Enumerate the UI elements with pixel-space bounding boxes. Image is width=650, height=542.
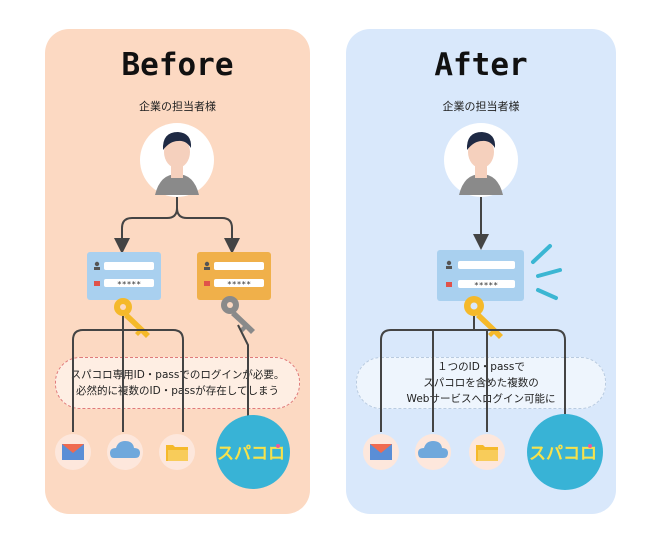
- after-subtitle: 企業の担当者様: [442, 100, 520, 113]
- before-note-line-2: 必然的に複数のID・passが存在してしまう: [76, 385, 279, 397]
- after-user-avatar: [444, 123, 518, 197]
- before-user-avatar: [140, 123, 214, 197]
- before-login-card-left: *****: [87, 252, 161, 300]
- before-service-folder: [159, 434, 195, 470]
- before-note-line-1: スパコロ専用ID・passでのログインが必要。: [70, 369, 285, 381]
- before-title: Before: [121, 47, 234, 83]
- before-service-cloud: [107, 434, 143, 470]
- after-title: After: [434, 47, 528, 83]
- lock-icon: [204, 281, 210, 286]
- user-icon: [446, 260, 452, 266]
- after-gold-key-icon: [464, 296, 503, 339]
- after-service-lines: [380, 316, 566, 432]
- after-note-line-2: スパコロを含めた複数の: [423, 377, 539, 389]
- after-service-folder: [469, 434, 505, 470]
- after-card-password: *****: [474, 281, 498, 290]
- before-brand-logo: スパコロ: [216, 415, 290, 489]
- before-brand-line: [237, 324, 249, 420]
- before-arrow-right: [176, 207, 240, 254]
- user-icon: [204, 261, 210, 267]
- before-gold-key-icon: [114, 298, 150, 338]
- before-card-right-password: *****: [227, 280, 251, 289]
- user-icon: [94, 261, 100, 267]
- after-note-line-3: Webサービスへログイン可能に: [406, 393, 556, 405]
- after-service-mail: [363, 434, 399, 470]
- after-note-line-1: １つのID・passで: [437, 361, 525, 373]
- after-brand-text: スパコロ: [529, 444, 597, 464]
- before-service-lines: [72, 316, 184, 432]
- cloud-icon: [418, 441, 448, 458]
- before-subtitle: 企業の担当者様: [139, 100, 216, 113]
- lock-icon: [94, 281, 100, 286]
- before-gray-key-icon: [221, 296, 255, 334]
- after-brand-logo: スパコロ: [527, 414, 603, 490]
- before-card-left-password: *****: [117, 280, 141, 289]
- after-spark-icon: [531, 244, 562, 300]
- before-note: スパコロ専用ID・passでのログインが必要。 必然的に複数のID・passが存…: [55, 357, 300, 409]
- lock-icon: [446, 282, 452, 287]
- before-arrow-left: [114, 197, 178, 254]
- before-brand-text: スパコロ: [217, 444, 285, 464]
- before-service-mail: [55, 434, 91, 470]
- after-service-cloud: [415, 434, 451, 470]
- cloud-icon: [110, 441, 140, 458]
- after-login-card: *****: [437, 250, 524, 301]
- before-login-card-right: *****: [197, 252, 271, 300]
